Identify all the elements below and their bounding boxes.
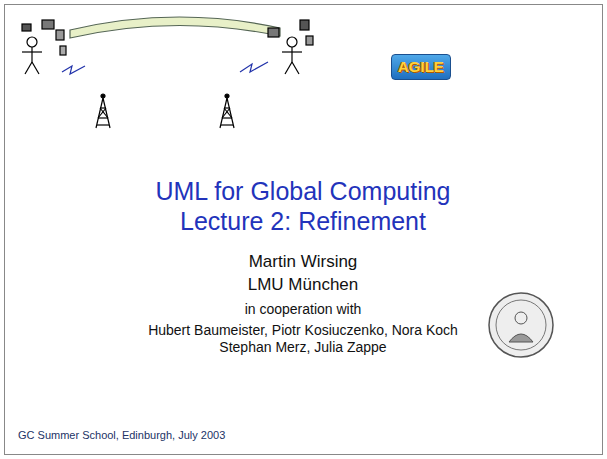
logo-text: AGILE [398, 58, 444, 76]
affiliation: LMU München [153, 275, 453, 295]
slide-title: UML for Global Computing Lecture 2: Refi… [113, 176, 493, 236]
slide-border [5, 5, 603, 455]
title-rule [40, 246, 572, 248]
network-illustration [22, 17, 313, 128]
footer-text: GC Summer School, Edinburgh, July 2003 [18, 429, 338, 442]
cooperation-note: in cooperation with [153, 301, 453, 318]
coauthor-list: Hubert Baumeister, Piotr Kosiuczenko, No… [128, 322, 478, 356]
author-name: Martin Wirsing [153, 252, 453, 272]
logo-box: AGILE [391, 54, 451, 80]
university-seal [489, 293, 553, 357]
